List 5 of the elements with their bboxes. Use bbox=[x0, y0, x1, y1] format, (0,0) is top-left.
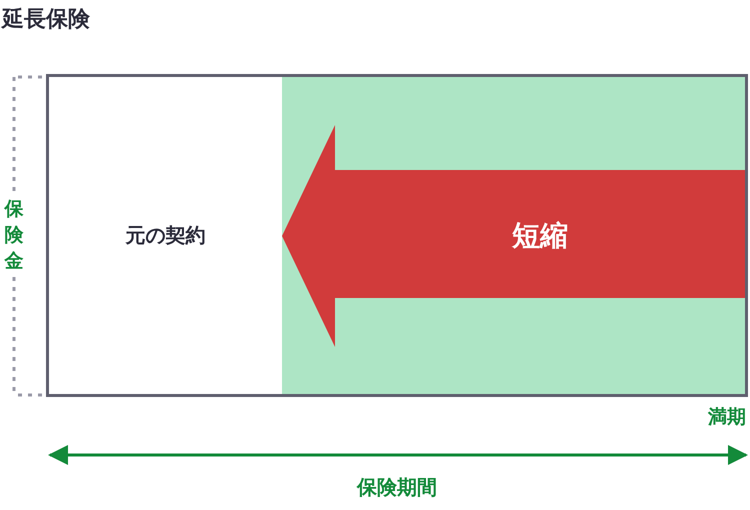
maturity-label: 満期 bbox=[708, 405, 746, 430]
period-label: 保険期間 bbox=[356, 474, 438, 501]
shrink-arrow: 短縮 bbox=[282, 125, 745, 347]
extension-area bbox=[282, 77, 745, 394]
title: 延長保険 bbox=[2, 6, 90, 34]
